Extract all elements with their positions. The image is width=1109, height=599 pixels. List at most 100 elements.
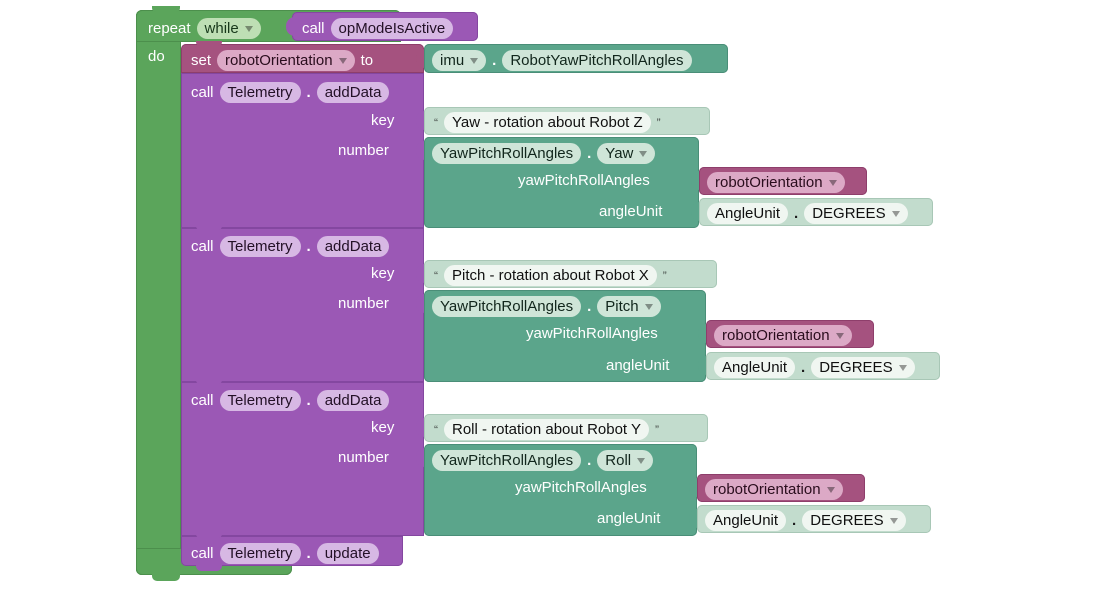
ypr-arg2-row-2: angleUnit (606, 358, 669, 373)
text-value-2: Pitch - rotation about Robot X (452, 267, 649, 284)
number-arg-row-1: number (338, 143, 389, 158)
telemetry-object-field[interactable]: Telemetry (219, 82, 301, 103)
angleunit-separator: . (801, 359, 806, 376)
text-value-field-1[interactable]: Yaw - rotation about Robot Z (444, 112, 651, 133)
angleunit-enum-field[interactable]: AngleUnit (705, 510, 787, 531)
telemetry-method-field[interactable]: addData (316, 82, 390, 103)
angleunit-separator: . (794, 205, 799, 222)
ypr-member-dropdown[interactable]: Roll (597, 450, 654, 471)
call-label: call (191, 84, 214, 101)
variable-getter-dropdown[interactable]: robotOrientation (705, 479, 843, 500)
telemetry-object-field[interactable]: Telemetry (219, 390, 301, 411)
ypr-arg2-label: angleUnit (599, 203, 663, 220)
variable-getter-row-1: robotOrientation (707, 172, 845, 193)
ypr-member-dropdown[interactable]: Yaw (597, 143, 656, 164)
chevron-down-icon (826, 487, 835, 493)
angleunit-row-1: AngleUnit . DEGREES (707, 203, 908, 224)
update-object-field[interactable]: Telemetry (219, 543, 301, 564)
text-value-field-2[interactable]: Pitch - rotation about Robot X (444, 265, 657, 286)
ypr-member-row-2: YawPitchRollAngles . Pitch (432, 296, 661, 317)
angleunit-enum-value: AngleUnit (715, 205, 781, 222)
set-variable-dropdown[interactable]: robotOrientation (217, 50, 355, 71)
number-label: number (338, 142, 389, 159)
call-label: call (191, 392, 214, 409)
telemetry-method-field[interactable]: addData (316, 236, 390, 257)
set-variable-value: robotOrientation (225, 52, 333, 69)
chevron-down-icon (338, 58, 347, 64)
ypr-member-dropdown[interactable]: Pitch (597, 296, 661, 317)
chevron-down-icon (889, 518, 898, 524)
call-label: call (191, 545, 214, 562)
angleunit-value-dropdown[interactable]: DEGREES (804, 203, 908, 224)
key-socket-2 (416, 264, 425, 283)
imu-object-dropdown[interactable]: imu (432, 50, 487, 71)
opmodeisactive-method-field[interactable]: opModeIsActive (330, 18, 454, 39)
ypr-object-value: YawPitchRollAngles (440, 452, 574, 469)
update-method-field[interactable]: update (316, 543, 379, 564)
repeat-mode-dropdown[interactable]: while (196, 18, 261, 39)
ypr-arg2-row-3: angleUnit (597, 511, 660, 526)
variable-getter-value: robotOrientation (713, 481, 821, 498)
opmodeisactive-method-value: opModeIsActive (338, 20, 446, 37)
quote-open: “ (434, 115, 438, 130)
angleunit-enum-field[interactable]: AngleUnit (707, 203, 789, 224)
angleunit-value-dropdown[interactable]: DEGREES (811, 357, 915, 378)
call-label: call (191, 238, 214, 255)
telemetry-separator: . (306, 238, 311, 255)
to-label: to (360, 52, 374, 69)
chevron-down-icon (898, 365, 907, 371)
ypr-member-value: Yaw (605, 145, 634, 162)
chevron-down-icon (644, 304, 653, 310)
text-row-1: “ Yaw - rotation about Robot Z ” (434, 112, 661, 133)
ypr-object-field[interactable]: YawPitchRollAngles (432, 143, 582, 164)
repeat-mode-value: while (204, 20, 239, 37)
angleunit-row-2: AngleUnit . DEGREES (714, 357, 915, 378)
key-socket-1 (416, 111, 425, 130)
number-arg-row-2: number (338, 296, 389, 311)
quote-close: ” (655, 422, 660, 437)
ypr-object-value: YawPitchRollAngles (440, 298, 574, 315)
do-label-row: do (148, 49, 165, 64)
chevron-down-icon (891, 211, 900, 217)
update-bottom-notch (196, 565, 222, 571)
variable-getter-dropdown[interactable]: robotOrientation (707, 172, 845, 193)
number-label: number (338, 449, 389, 466)
telemetry-object-field[interactable]: Telemetry (219, 236, 301, 257)
key-label: key (371, 112, 395, 129)
text-value-field-3[interactable]: Roll - rotation about Robot Y (444, 419, 650, 440)
key-socket-3 (416, 418, 425, 437)
chevron-down-icon (828, 180, 837, 186)
number-socket-2 (416, 294, 425, 313)
imu-object-value: imu (440, 52, 465, 69)
ypr-member-value: Roll (605, 452, 632, 469)
angleunit-value: DEGREES (819, 359, 893, 376)
variable-getter-dropdown[interactable]: robotOrientation (714, 325, 852, 346)
angleunit-value: DEGREES (810, 512, 884, 529)
key-arg-row-1: key (371, 113, 394, 128)
angleunit-separator: . (792, 512, 797, 529)
telemetry-method-field[interactable]: addData (316, 390, 390, 411)
quote-open: “ (434, 422, 438, 437)
ypr-object-field[interactable]: YawPitchRollAngles (432, 296, 582, 317)
telemetry-method-value: addData (324, 84, 382, 101)
repeat-while-block[interactable] (136, 10, 181, 575)
angleunit-row-3: AngleUnit . DEGREES (705, 510, 906, 531)
telemetry-method-value: addData (324, 238, 382, 255)
ypr-arg1-row-1: yawPitchRollAngles (518, 173, 650, 188)
telemetry-object-value: Telemetry (227, 238, 293, 255)
ypr-member-row-1: YawPitchRollAngles . Yaw (432, 143, 656, 164)
quote-close: ” (656, 115, 661, 130)
chevron-down-icon (244, 26, 253, 32)
telemetry-separator: . (306, 84, 311, 101)
imu-member-row: imu . RobotYawPitchRollAngles (432, 50, 692, 71)
angleunit-value-dropdown[interactable]: DEGREES (802, 510, 906, 531)
imu-member-field[interactable]: RobotYawPitchRollAngles (502, 50, 692, 71)
ypr-separator: . (587, 298, 592, 315)
ypr-object-field[interactable]: YawPitchRollAngles (432, 450, 582, 471)
text-value-3: Roll - rotation about Robot Y (452, 421, 642, 438)
member-separator: . (492, 52, 497, 69)
variable-getter-value: robotOrientation (722, 327, 830, 344)
quote-close: ” (662, 268, 667, 283)
angleunit-enum-field[interactable]: AngleUnit (714, 357, 796, 378)
